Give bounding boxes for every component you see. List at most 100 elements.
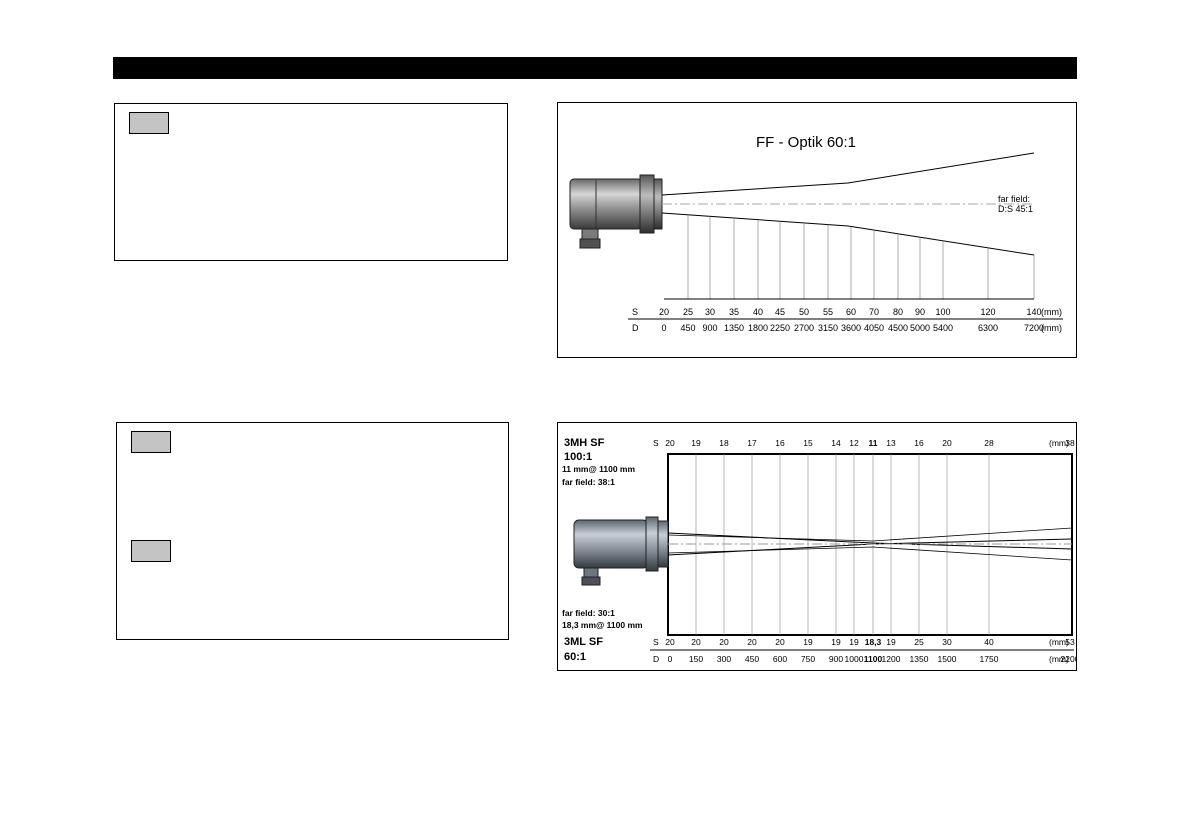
top-s-label: S bbox=[653, 438, 659, 448]
beam-100-1-upper bbox=[667, 532, 1073, 550]
spot-size-value: 55 bbox=[823, 307, 833, 317]
bottom-s-label: S bbox=[653, 637, 659, 647]
distance-value: 5400 bbox=[933, 323, 953, 333]
distance-value: 2700 bbox=[794, 323, 814, 333]
distance-value-2: 0 bbox=[668, 654, 673, 664]
sensor-body-2 bbox=[573, 516, 669, 586]
spot-size-value: 40 bbox=[753, 307, 763, 317]
d-unit: (mm) bbox=[1041, 323, 1062, 333]
gray-tag-2 bbox=[131, 431, 171, 453]
top-ratio-label: 100:1 bbox=[564, 451, 592, 463]
bottom-spot-value: 20 bbox=[719, 637, 729, 647]
distance-value: 4500 bbox=[888, 323, 908, 333]
spot-size-value: 45 bbox=[775, 307, 785, 317]
top-spot-value: 11 bbox=[869, 438, 878, 448]
distance-gridlines bbox=[687, 214, 1035, 299]
distance-value: 900 bbox=[702, 323, 717, 333]
distance-value: 7200 bbox=[1024, 323, 1044, 333]
bottom-ratio-label: 60:1 bbox=[564, 651, 586, 663]
s-unit: (mm) bbox=[1041, 307, 1062, 317]
d-unit-2: (mm) bbox=[1049, 654, 1069, 664]
distance-value: 1800 bbox=[748, 323, 768, 333]
top-spot-value: 16 bbox=[775, 438, 785, 448]
distance-value-2: 1000 bbox=[845, 654, 864, 664]
distance-value: 0 bbox=[661, 323, 666, 333]
top-spot-value: 28 bbox=[984, 438, 994, 448]
top-spot-value: 16 bbox=[914, 438, 924, 448]
distance-value-2: 900 bbox=[829, 654, 843, 664]
ff-optics-svg: FF - Optik 60:1 far field: D:S 45:1 S D … bbox=[569, 134, 1063, 333]
gray-tag-1 bbox=[129, 112, 169, 134]
header-bar bbox=[113, 57, 1077, 79]
top-spot-value: 12 bbox=[849, 438, 859, 448]
spot-size-value: 90 bbox=[915, 307, 925, 317]
top-model-label: 3MH SF bbox=[564, 437, 605, 449]
distance-value: 6300 bbox=[978, 323, 998, 333]
distance-value: 1350 bbox=[724, 323, 744, 333]
top-spot-value: 14 bbox=[831, 438, 841, 448]
top-spot-value: 18 bbox=[719, 438, 729, 448]
bottom-spot-value: 19 bbox=[803, 637, 813, 647]
distance-value-2: 1350 bbox=[910, 654, 929, 664]
top-spot-value: 38 bbox=[1065, 438, 1075, 448]
top-spot-value: 20 bbox=[942, 438, 952, 448]
top-spot-value: 19 bbox=[691, 438, 701, 448]
distance-value: 4050 bbox=[864, 323, 884, 333]
top-spot-value: 15 bbox=[803, 438, 813, 448]
top-spot-label: 11 mm@ 1100 mm bbox=[562, 464, 635, 474]
bottom-s-unit: (mm) bbox=[1049, 637, 1069, 647]
bottom-spot-value: 19 bbox=[831, 637, 841, 647]
bottom-far-field-label: far field: 30:1 bbox=[562, 608, 615, 618]
distance-value-2: 600 bbox=[773, 654, 787, 664]
bottom-spot-label: 18,3 mm@ 1100 mm bbox=[562, 620, 643, 630]
spot-size-value: 60 bbox=[846, 307, 856, 317]
sf-optics-diagram: 3MH SF 100:1 11 mm@ 1100 mm far field: 3… bbox=[557, 422, 1077, 671]
bottom-spot-value: 19 bbox=[886, 637, 896, 647]
distance-value: 450 bbox=[680, 323, 695, 333]
top-s-unit: (mm) bbox=[1049, 438, 1069, 448]
bottom-spot-value: 18,3 bbox=[865, 637, 882, 647]
bottom-spot-value: 20 bbox=[775, 637, 785, 647]
spot-size-value: 25 bbox=[683, 307, 693, 317]
top-spot-value: 13 bbox=[886, 438, 896, 448]
spot-size-value: 30 bbox=[705, 307, 715, 317]
diagram1-title: FF - Optik 60:1 bbox=[756, 134, 856, 151]
d-row-label: D bbox=[632, 323, 639, 333]
distance-value-2: 150 bbox=[689, 654, 703, 664]
s-row-label: S bbox=[632, 307, 638, 317]
top-far-field-label: far field: 38:1 bbox=[562, 477, 615, 487]
bottom-spot-value: 19 bbox=[849, 637, 859, 647]
distance-value-2: 1100 bbox=[864, 654, 883, 664]
spot-size-value: 20 bbox=[659, 307, 669, 317]
bottom-spot-value: 25 bbox=[914, 637, 924, 647]
text-box-1 bbox=[114, 103, 508, 261]
text-box-2 bbox=[116, 422, 509, 640]
distance-value-2: 1200 bbox=[882, 654, 901, 664]
distance-value-2: 450 bbox=[745, 654, 759, 664]
ff-optics-diagram: FF - Optik 60:1 far field: D:S 45:1 S D … bbox=[557, 102, 1077, 358]
far-field-label-2: D:S 45:1 bbox=[998, 204, 1033, 214]
bottom-spot-value: 30 bbox=[942, 637, 952, 647]
spot-size-value: 50 bbox=[799, 307, 809, 317]
beam-upper-edge bbox=[661, 152, 1035, 196]
d-label-2: D bbox=[653, 654, 659, 664]
gray-tag-3 bbox=[131, 540, 171, 562]
distance-value: 3600 bbox=[841, 323, 861, 333]
spot-size-value: 140 bbox=[1026, 307, 1041, 317]
distance-value: 5000 bbox=[910, 323, 930, 333]
bottom-spot-value: 20 bbox=[747, 637, 757, 647]
spot-size-value: 70 bbox=[869, 307, 879, 317]
bottom-spot-value: 20 bbox=[691, 637, 701, 647]
sensor-body bbox=[569, 174, 663, 249]
beam-60-1-lower bbox=[667, 546, 1073, 561]
top-spot-value: 17 bbox=[747, 438, 757, 448]
bottom-model-label: 3ML SF bbox=[564, 636, 603, 648]
spot-size-value: 120 bbox=[980, 307, 995, 317]
spot-size-value: 80 bbox=[893, 307, 903, 317]
distance-value-2: 300 bbox=[717, 654, 731, 664]
spot-size-value: 35 bbox=[729, 307, 739, 317]
